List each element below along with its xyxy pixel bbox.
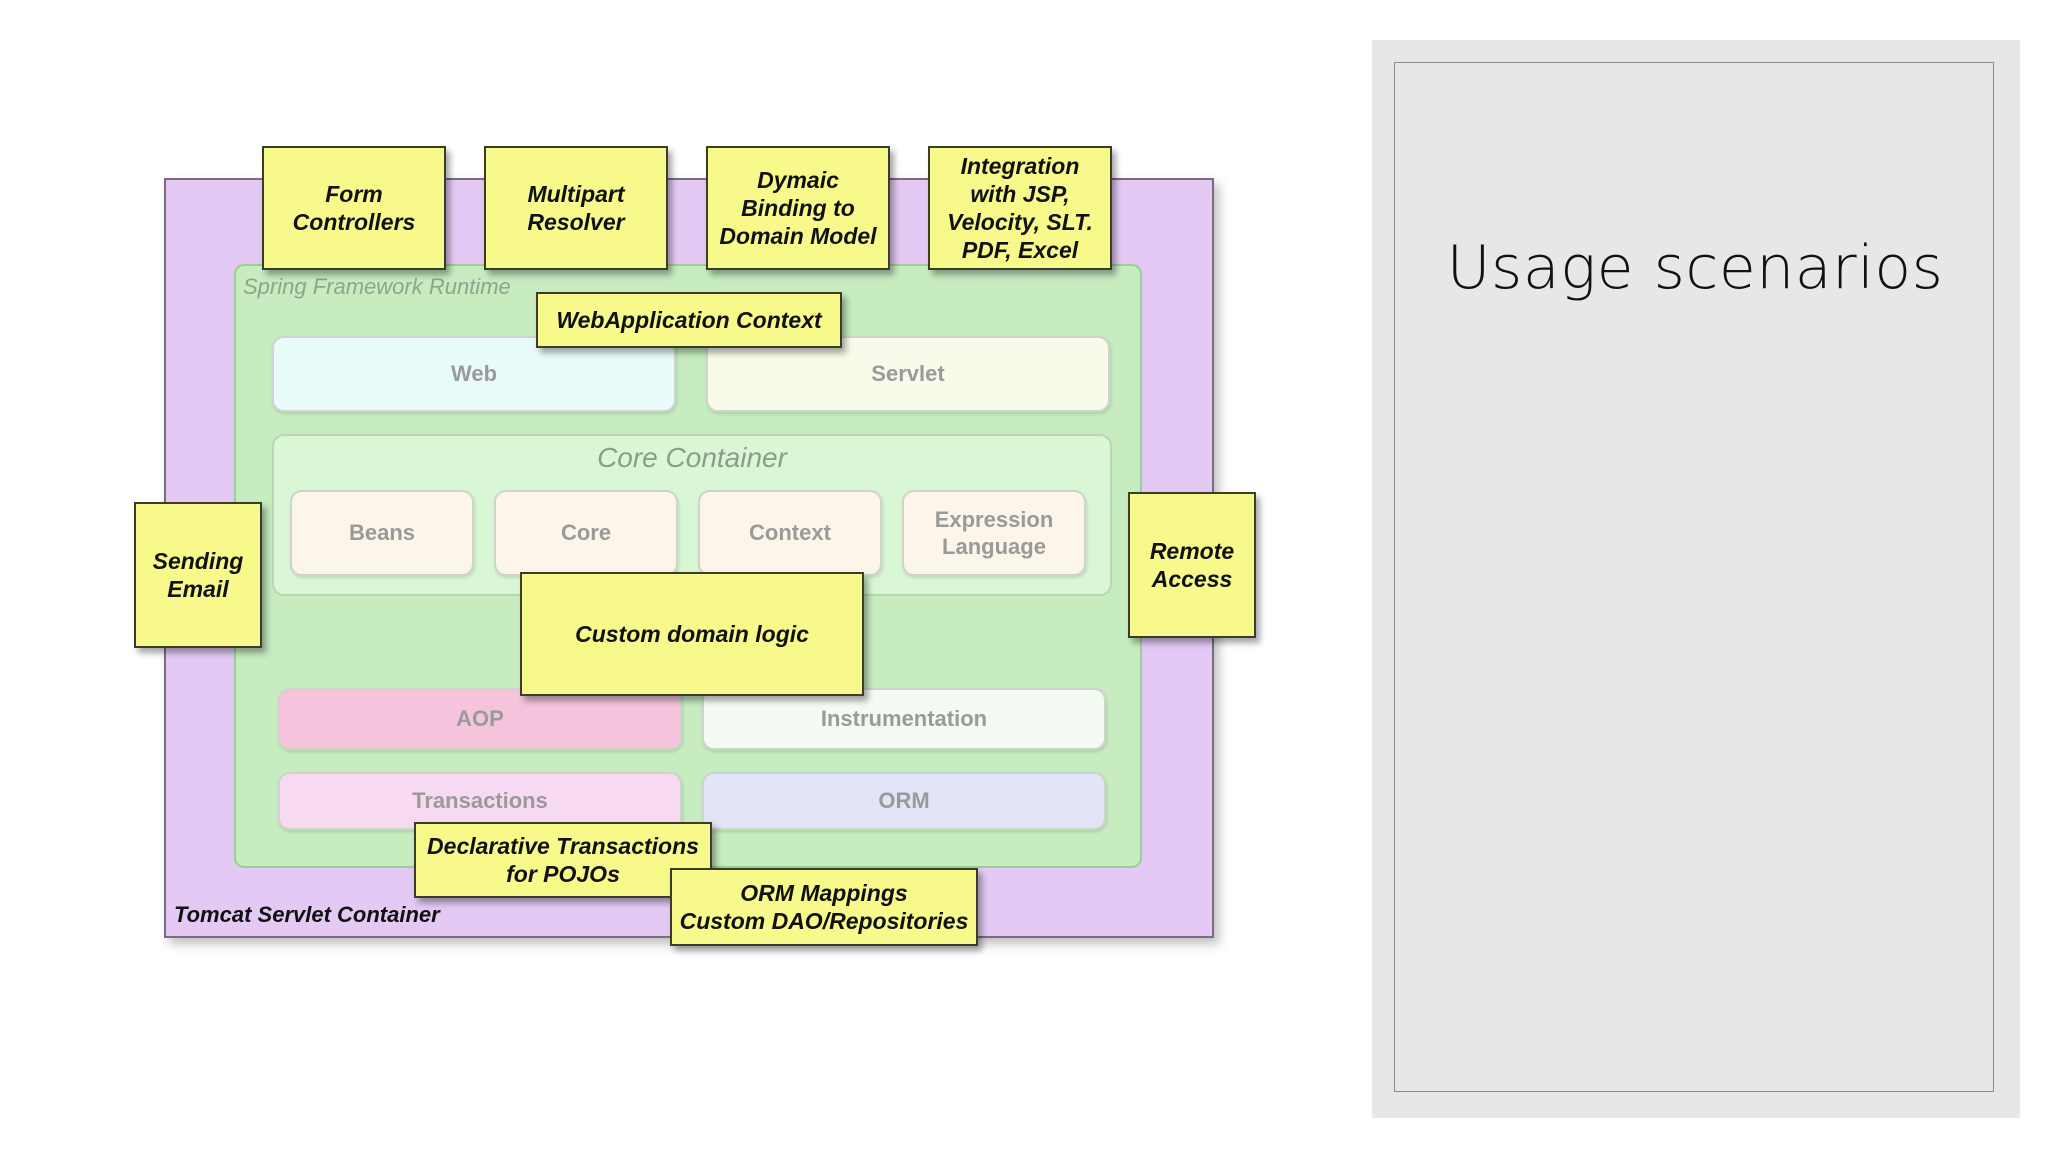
web-module: Web (272, 336, 676, 412)
instrumentation-module: Instrumentation (702, 688, 1106, 750)
core-module: Core (494, 490, 678, 576)
note-custom-domain-logic: Custom domain logic (520, 572, 864, 696)
note-multipart-resolver: Multipart Resolver (484, 146, 668, 270)
note-dymaic-binding: Dymaic Binding to Domain Model (706, 146, 890, 270)
aop-module: AOP (278, 688, 682, 750)
note-sending-email: Sending Email (134, 502, 262, 648)
servlet-module: Servlet (706, 336, 1110, 412)
spring-architecture-diagram: Spring Framework Runtime Web Servlet Cor… (134, 146, 1256, 946)
note-declarative-transactions: Declarative Transactions for POJOs (414, 822, 712, 898)
context-module: Context (698, 490, 882, 576)
note-integration: Integration with JSP, Velocity, SLT. PDF… (928, 146, 1112, 270)
note-orm-mappings: ORM Mappings Custom DAO/Repositories (670, 868, 978, 946)
core-container-label: Core Container (597, 442, 787, 473)
slide-title: Usage scenarios (1446, 233, 1944, 303)
tomcat-container-label: Tomcat Servlet Container (174, 902, 440, 927)
note-webapplication-context: WebApplication Context (536, 292, 842, 348)
note-remote-access: Remote Access (1128, 492, 1256, 638)
expression-language-module: Expression Language (902, 490, 1086, 576)
note-form-controllers: Form Controllers (262, 146, 446, 270)
spring-runtime-label: Spring Framework Runtime (243, 274, 511, 299)
transactions-module: Transactions (278, 772, 682, 830)
orm-module: ORM (702, 772, 1106, 830)
title-panel: Usage scenarios (1372, 40, 2020, 1118)
title-placeholder-frame: Usage scenarios (1394, 62, 1994, 1092)
beans-module: Beans (290, 490, 474, 576)
